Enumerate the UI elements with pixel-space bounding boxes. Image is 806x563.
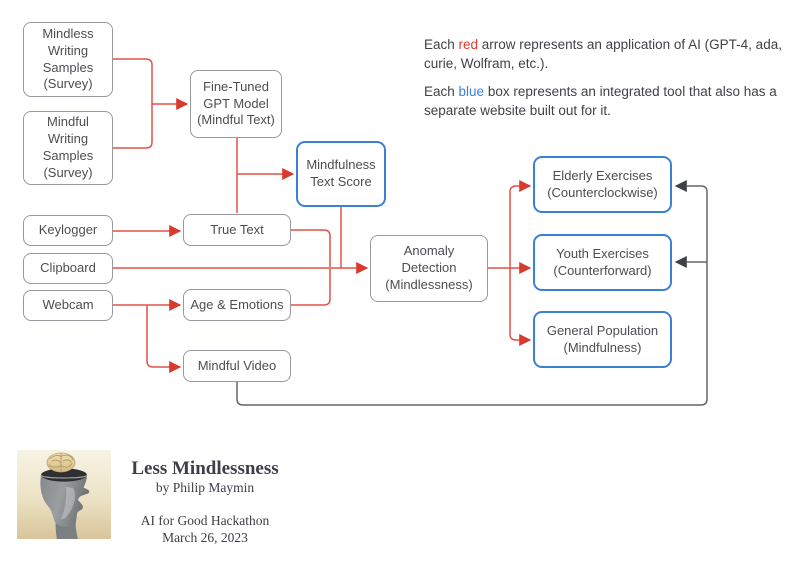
node-youth-exercises: Youth Exercises (Counterforward) bbox=[533, 234, 672, 291]
node-mindless-writing-samples: Mindless Writing Samples (Survey) bbox=[23, 22, 113, 97]
node-keylogger: Keylogger bbox=[23, 215, 113, 246]
logo-brain bbox=[46, 452, 76, 473]
logo-head-rim bbox=[40, 474, 88, 479]
node-age-emotions: Age & Emotions bbox=[183, 289, 291, 321]
node-webcam: Webcam bbox=[23, 290, 113, 321]
gray-feedback-arrows bbox=[236, 180, 708, 406]
red-note-highlight: red bbox=[458, 37, 479, 52]
blue-note-highlight: blue bbox=[458, 84, 485, 99]
blue-note-suffix: box represents an integrated tool that a… bbox=[424, 84, 777, 118]
red-ai-arrows bbox=[113, 58, 532, 373]
event-date: March 26, 2023 bbox=[162, 530, 248, 545]
head-with-brain-logo bbox=[17, 450, 111, 539]
node-fine-tuned-gpt-model: Fine-Tuned GPT Model (Mindful Text) bbox=[190, 70, 282, 138]
event-name: AI for Good Hackathon bbox=[140, 513, 270, 528]
node-elderly-exercises: Elderly Exercises (Counterclockwise) bbox=[533, 156, 672, 213]
node-clipboard: Clipboard bbox=[23, 253, 113, 284]
red-note-suffix: arrow represents an application of AI (G… bbox=[424, 37, 782, 71]
node-true-text: True Text bbox=[183, 214, 291, 246]
blue-box-note: Each blue box represents an integrated t… bbox=[424, 83, 790, 120]
node-mindful-writing-samples: Mindful Writing Samples (Survey) bbox=[23, 111, 113, 185]
node-general-population: General Population (Mindfulness) bbox=[533, 311, 672, 368]
blue-note-prefix: Each bbox=[424, 84, 459, 99]
node-mindful-video: Mindful Video bbox=[183, 350, 291, 382]
node-anomaly-detection: Anomaly Detection (Mindlessness) bbox=[370, 235, 488, 302]
logo-face-highlight bbox=[61, 487, 76, 520]
red-note-prefix: Each bbox=[424, 37, 459, 52]
red-arrow-note: Each red arrow represents an application… bbox=[424, 36, 790, 73]
project-byline: by Philip Maymin bbox=[155, 480, 255, 495]
logo-head bbox=[40, 469, 90, 528]
footer-credits: Less Mindlessness by Philip Maymin AI fo… bbox=[118, 458, 292, 546]
legend-text: Each red arrow represents an application… bbox=[424, 36, 790, 130]
node-mindfulness-text-score: Mindfulness Text Score bbox=[296, 141, 386, 207]
project-title: Less Mindlessness bbox=[131, 458, 279, 479]
